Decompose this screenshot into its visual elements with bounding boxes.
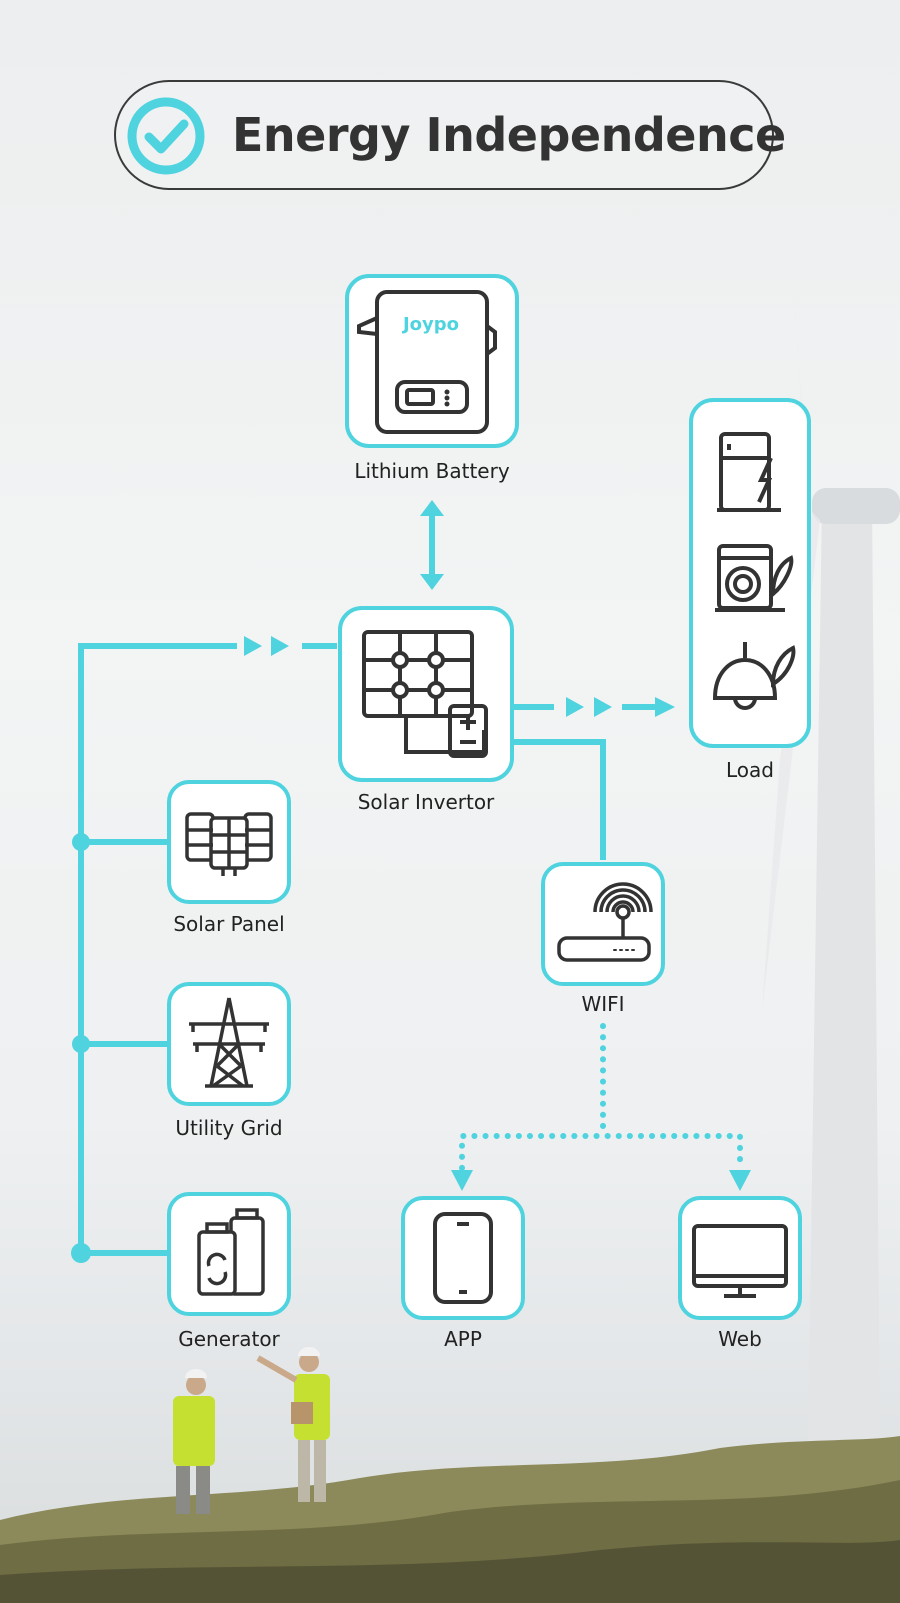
generator-box bbox=[167, 1192, 291, 1316]
generator-icon bbox=[197, 1208, 265, 1296]
solar-invertor-box bbox=[338, 606, 514, 782]
label-load: Load bbox=[726, 758, 774, 782]
label-web: Web bbox=[718, 1327, 762, 1351]
solar-invertor-icon bbox=[362, 630, 488, 758]
battery-unit-icon bbox=[357, 290, 497, 434]
workers-figure bbox=[173, 1347, 330, 1514]
title-pill bbox=[114, 80, 774, 190]
solar-panel-icon bbox=[185, 812, 273, 876]
utility-grid-box bbox=[167, 982, 291, 1106]
battery-brand: Joypo bbox=[401, 314, 459, 335]
lithium-battery-box: Joypo bbox=[345, 274, 519, 448]
label-lithium-battery: Lithium Battery bbox=[354, 459, 510, 483]
solar-panel-box bbox=[167, 780, 291, 904]
page-title: Energy Independence bbox=[232, 108, 786, 162]
label-app: APP bbox=[444, 1327, 482, 1351]
smartphone-icon bbox=[433, 1212, 493, 1304]
wifi-box bbox=[541, 862, 665, 986]
label-solar-panel: Solar Panel bbox=[173, 912, 285, 936]
washing-machine-icon bbox=[715, 544, 794, 612]
label-generator: Generator bbox=[178, 1327, 280, 1351]
lamp-icon bbox=[712, 642, 796, 710]
load-box bbox=[689, 398, 811, 748]
checkmark-icon bbox=[127, 97, 205, 175]
power-tower-icon bbox=[189, 997, 269, 1088]
label-solar-invertor: Solar Invertor bbox=[357, 790, 495, 814]
app-box bbox=[401, 1196, 525, 1320]
refrigerator-icon bbox=[717, 432, 781, 512]
wifi-router-icon bbox=[557, 882, 653, 962]
label-utility-grid: Utility Grid bbox=[175, 1116, 283, 1140]
web-box bbox=[678, 1196, 802, 1320]
grass-field bbox=[0, 1436, 900, 1603]
monitor-icon bbox=[692, 1224, 788, 1298]
label-wifi: WIFI bbox=[581, 992, 625, 1016]
